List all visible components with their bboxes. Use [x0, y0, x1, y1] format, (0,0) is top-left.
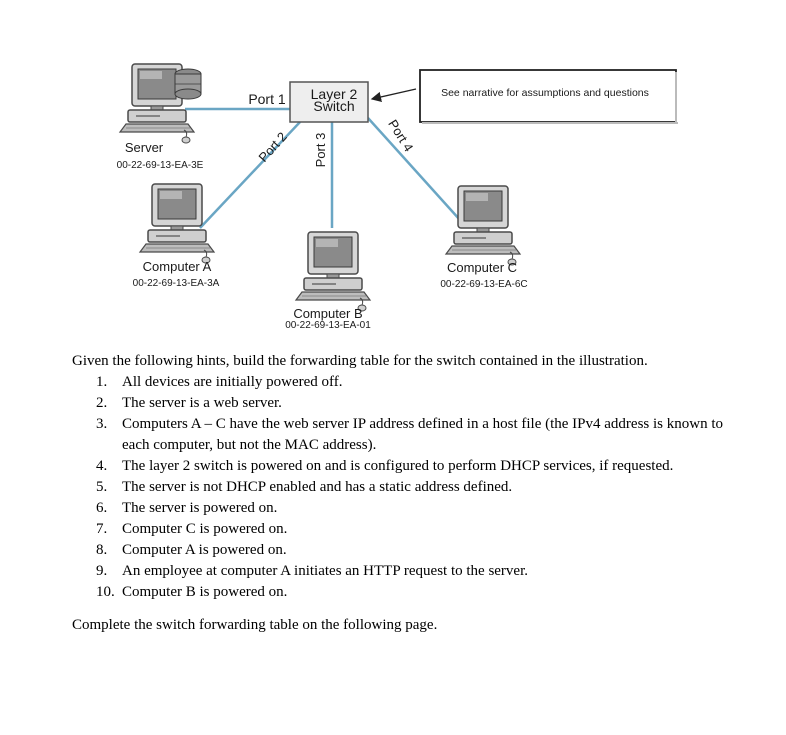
closing-text: Complete the switch forwarding table on …: [72, 617, 438, 633]
server-name: Server: [125, 140, 164, 155]
computer-b-mac: 00-22-69-13-EA-01: [285, 320, 371, 331]
narrative: Given the following hints, build the for…: [72, 351, 752, 636]
port1-label: Port 1: [248, 91, 286, 107]
callout-box: See narrative for assumptions and questi…: [419, 69, 678, 124]
port2-label: Port 2: [255, 129, 289, 165]
computer-b-device: Computer B 00-22-69-13-EA-01: [285, 231, 371, 331]
hint-item: 3.Computers A – C have the web server IP…: [96, 416, 723, 453]
computer-c-icon: [445, 185, 521, 266]
computer-c-name: Computer C: [447, 260, 517, 275]
switch-label-line1: Layer 2: [311, 86, 358, 102]
hint-item: 7.Computer C is powered on.: [96, 521, 288, 537]
computer-c-mac: 00-22-69-13-EA-6C: [440, 279, 527, 290]
computer-b-name: Computer B: [293, 306, 362, 321]
computer-a-device: Computer A 00-22-69-13-EA-3A: [133, 183, 220, 289]
server-device: Server 00-22-69-13-EA-3E: [117, 63, 204, 171]
computer-a-name: Computer A: [143, 259, 212, 274]
server-icon: [119, 63, 202, 144]
network-diagram: Layer 2 Switch See narrative for assumpt…: [117, 63, 678, 331]
question-text: Given the following hints, build the for…: [72, 353, 648, 369]
hint-item: 6.The server is powered on.: [96, 500, 278, 516]
link-computer-c: [367, 117, 461, 221]
hint-item: 9.An employee at computer A initiates an…: [96, 563, 529, 579]
links: [185, 107, 461, 229]
port4-label: Port 4: [385, 117, 416, 154]
hint-item: 10.Computer B is powered on.: [96, 584, 288, 600]
hint-item: 8.Computer A is powered on.: [96, 542, 287, 558]
server-mac: 00-22-69-13-EA-3E: [117, 160, 204, 171]
callout-arrow: [370, 88, 417, 103]
computer-b-icon: [295, 231, 371, 312]
link-computer-a: [199, 121, 301, 229]
hint-item: 5.The server is not DHCP enabled and has…: [96, 479, 513, 495]
computer-c-device: Computer C 00-22-69-13-EA-6C: [440, 185, 528, 290]
switch-label-line2: Switch: [313, 98, 354, 114]
port3-label: Port 3: [313, 133, 328, 168]
callout-text: See narrative for assumptions and questi…: [441, 87, 649, 99]
hint-item: 2.The server is a web server.: [96, 395, 282, 411]
layer2-switch: Layer 2 Switch: [289, 81, 369, 123]
computer-a-mac: 00-22-69-13-EA-3A: [133, 278, 220, 289]
hint-item: 1.All devices are initially powered off.: [96, 374, 343, 390]
hint-item: 4.The layer 2 switch is powered on and i…: [96, 458, 674, 474]
hint-list: 1.All devices are initially powered off.…: [72, 372, 752, 603]
